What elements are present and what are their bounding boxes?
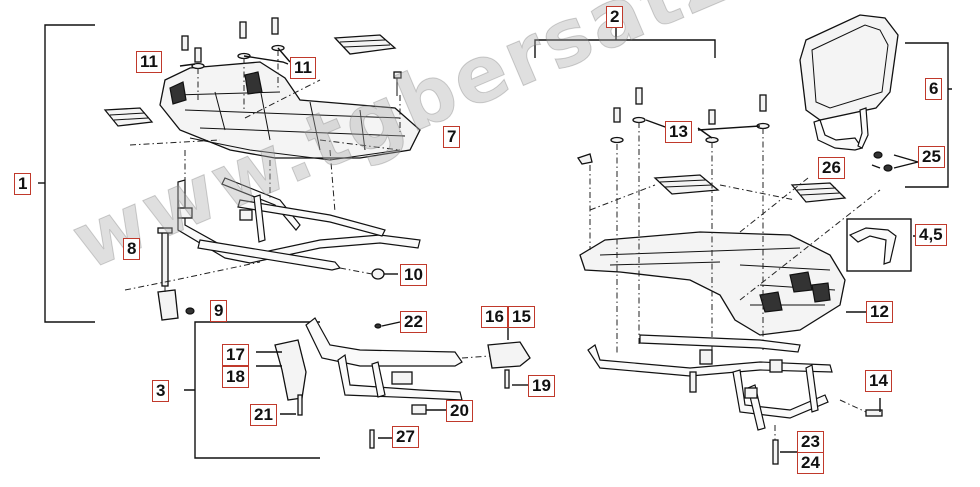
- callout-4-5[interactable]: 4,5: [915, 224, 947, 246]
- callout-16[interactable]: 16: [481, 306, 508, 328]
- callout-27[interactable]: 27: [392, 426, 419, 448]
- bracket-17-18: [274, 339, 307, 401]
- callout-15[interactable]: 15: [508, 306, 535, 328]
- callout-10[interactable]: 10: [400, 264, 427, 286]
- front-rack-frame: [177, 177, 421, 271]
- grip-15-16: [487, 341, 531, 369]
- bolt-23-24: [772, 439, 779, 465]
- callout-19[interactable]: 19: [528, 375, 555, 397]
- callout-22[interactable]: 22: [400, 311, 427, 333]
- footpad-left-rear: [333, 34, 397, 55]
- callout-9[interactable]: 9: [210, 300, 228, 322]
- callout-18[interactable]: 18: [222, 366, 249, 388]
- callout-11-right[interactable]: 11: [290, 57, 316, 79]
- callout-17[interactable]: 17: [222, 344, 249, 366]
- callout-26[interactable]: 26: [818, 157, 845, 179]
- callout-6[interactable]: 6: [925, 78, 943, 100]
- footpad-right-1: [653, 174, 720, 195]
- callout-24[interactable]: 24: [797, 452, 824, 474]
- footpad-right-2: [790, 182, 847, 203]
- bolt-14: [865, 409, 883, 417]
- callout-11-left[interactable]: 11: [136, 51, 162, 73]
- callout-21[interactable]: 21: [250, 404, 277, 426]
- callout-23[interactable]: 23: [797, 431, 824, 453]
- handle-4-5: [848, 227, 897, 265]
- bracket-9-part: [157, 289, 179, 321]
- callout-25[interactable]: 25: [918, 146, 945, 168]
- callout-3[interactable]: 3: [152, 380, 170, 402]
- callout-12[interactable]: 12: [866, 301, 893, 323]
- nut-10: [371, 268, 385, 280]
- callout-1[interactable]: 1: [14, 173, 32, 195]
- callout-14[interactable]: 14: [865, 370, 892, 392]
- callout-7[interactable]: 7: [443, 126, 461, 148]
- bracket-2: [534, 28, 716, 58]
- callout-13[interactable]: 13: [665, 121, 692, 143]
- bolts-11: [181, 17, 402, 96]
- callout-8[interactable]: 8: [123, 238, 141, 260]
- front-rack: [159, 61, 421, 161]
- box-4-5: [846, 218, 912, 272]
- rear-grab-bar: [305, 317, 463, 415]
- footpad-left-front: [103, 107, 154, 127]
- callout-20[interactable]: 20: [446, 400, 473, 422]
- backrest: [799, 14, 899, 172]
- bracket-3: [184, 321, 320, 459]
- rear-rack: [579, 231, 846, 336]
- callout-2[interactable]: 2: [606, 6, 624, 28]
- rear-rack-frame: [587, 334, 833, 431]
- bracket-1: [44, 24, 95, 323]
- bracket-6: [905, 42, 952, 188]
